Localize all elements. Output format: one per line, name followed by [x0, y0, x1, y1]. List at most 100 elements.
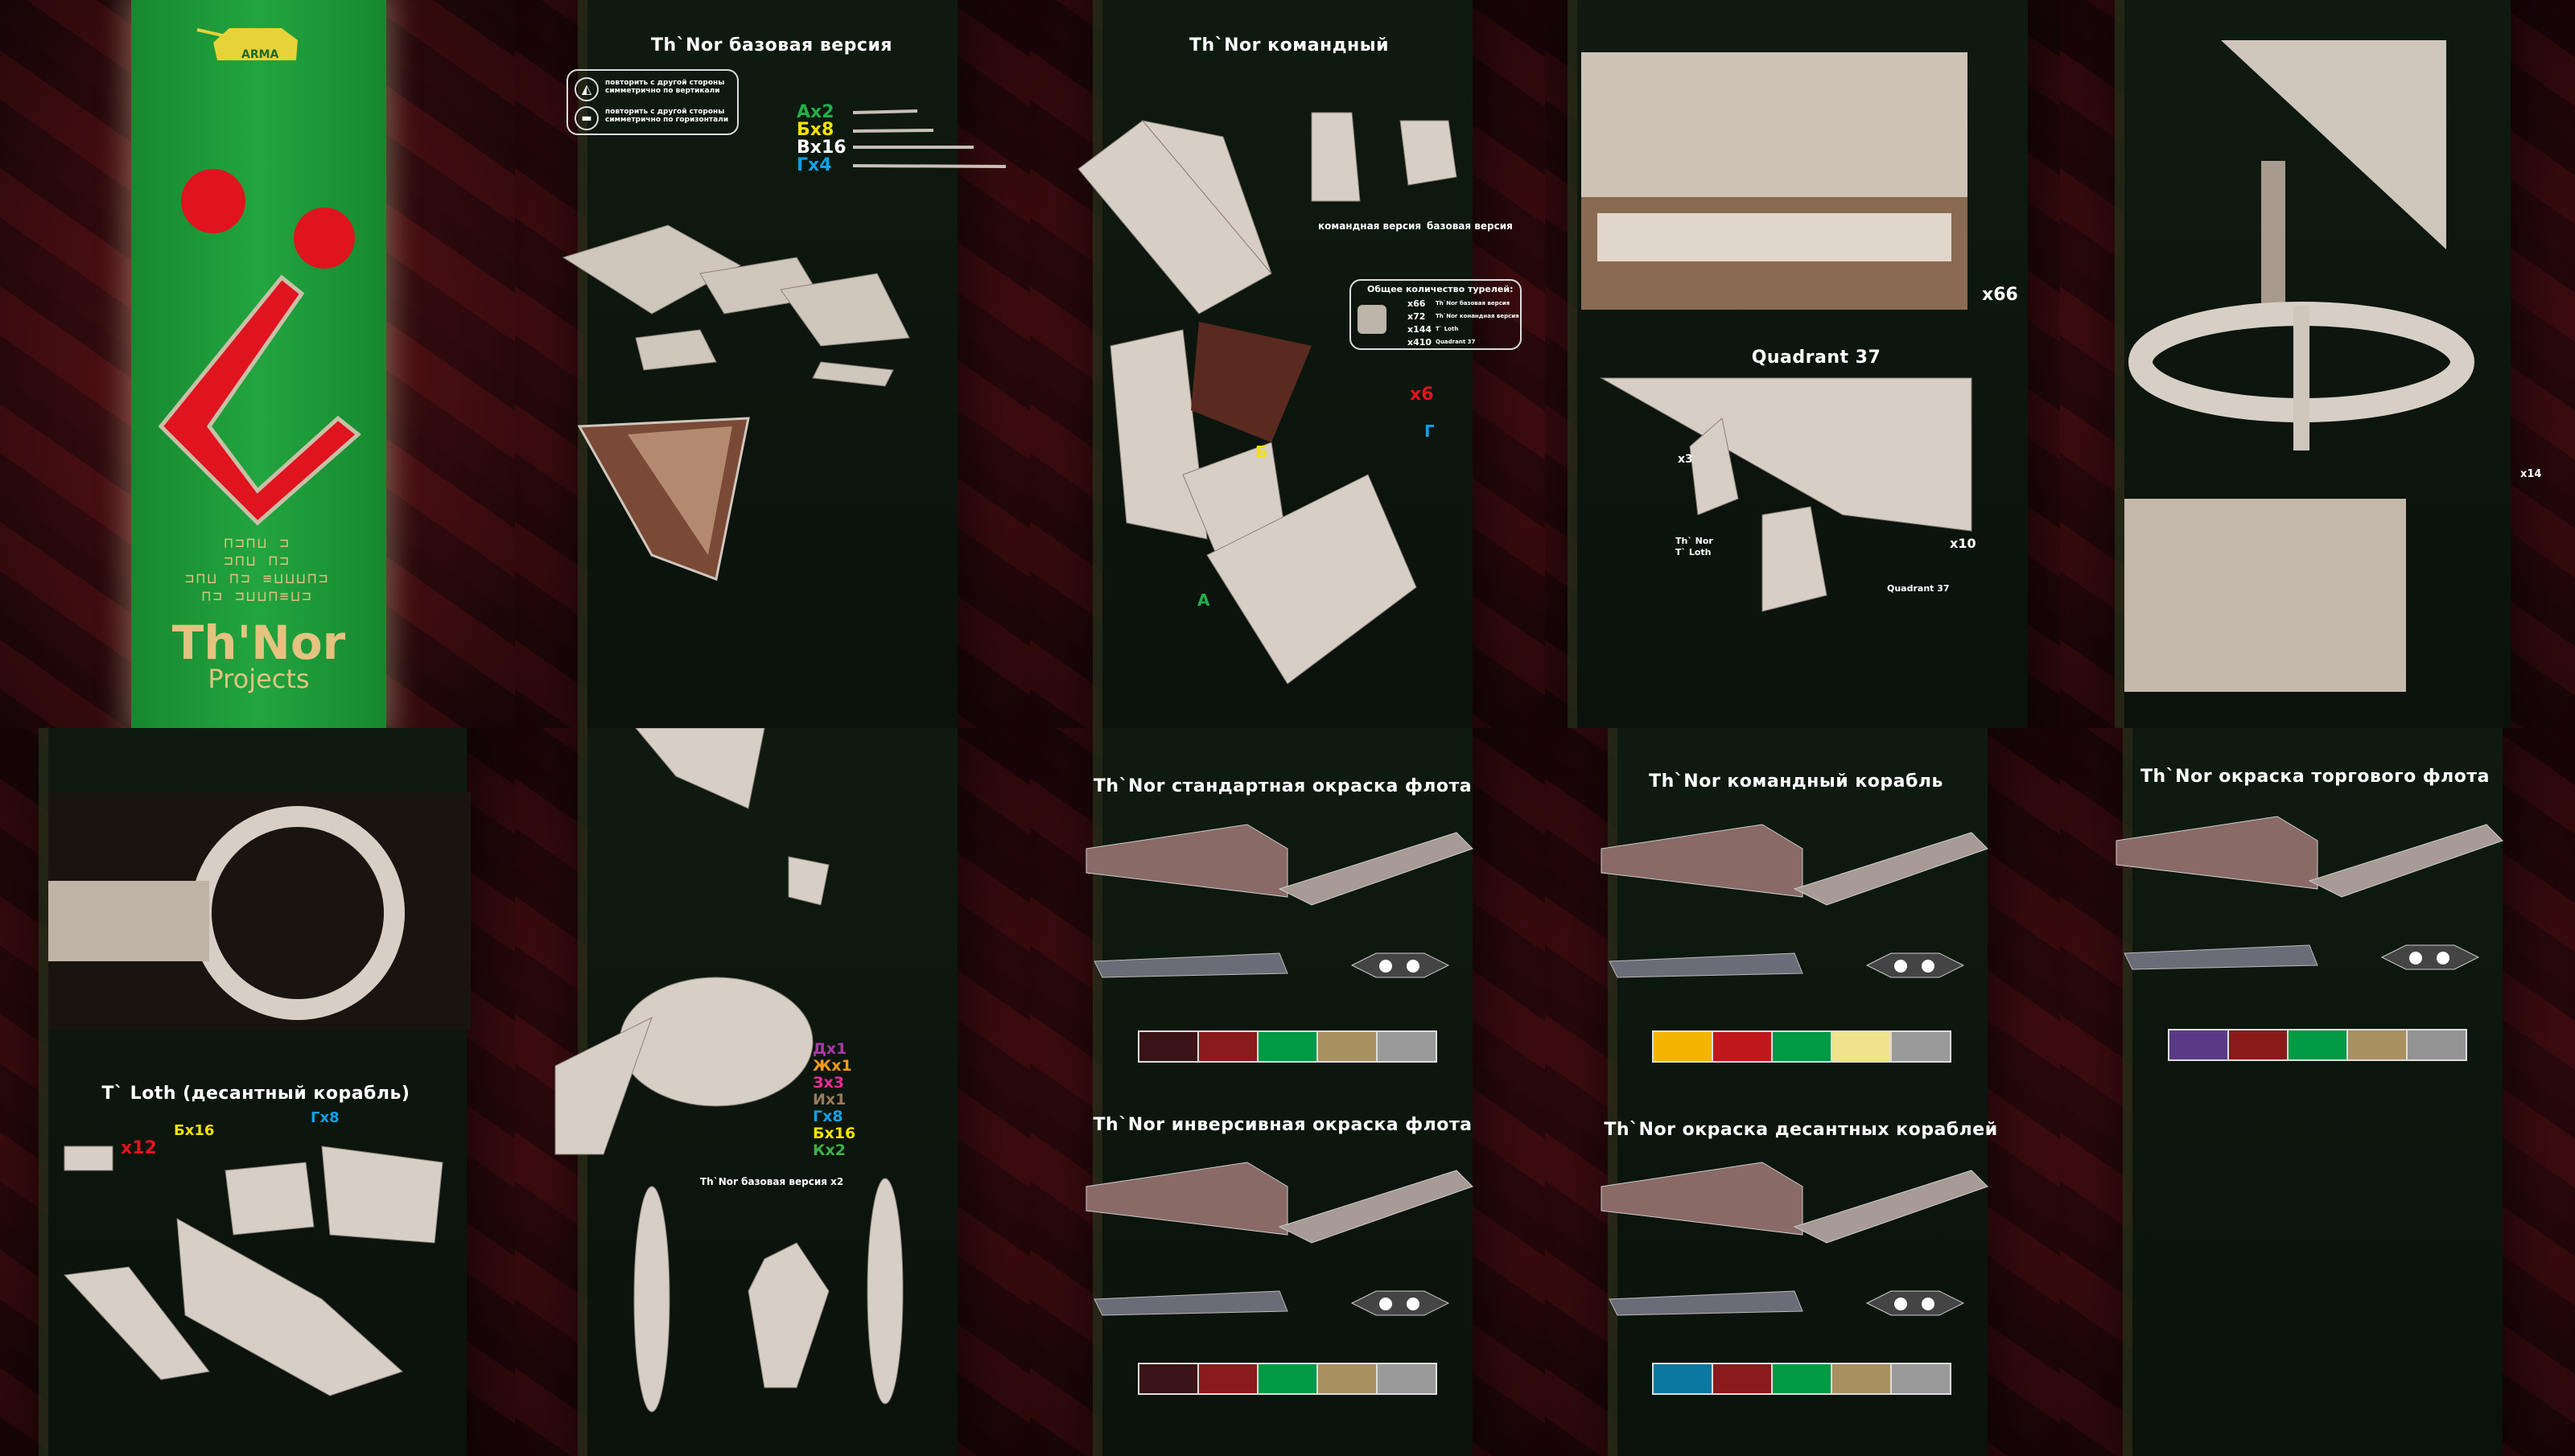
station-panel: x14 [2060, 0, 2575, 728]
painted-ships [1086, 1154, 1489, 1335]
turret-ship-name: Th`Nor базовая версия [1436, 300, 1510, 306]
arma-tank-logo: ARMA [196, 28, 298, 61]
color-swatch [1139, 1364, 1199, 1393]
painted-ships [2116, 808, 2519, 989]
part-marker: А [1197, 590, 1210, 610]
color-swatch [1892, 1032, 1950, 1061]
color-swatch [2408, 1030, 2466, 1059]
turret-count: x410 [1407, 337, 1432, 348]
green-banner [131, 0, 386, 728]
color-swatch [1378, 1032, 1436, 1061]
color-swatch [1318, 1032, 1378, 1061]
scheme-title: Th`Nor окраска десантных кораблей [1604, 1120, 1998, 1140]
horizontal-symmetry-icon: ▬ [575, 106, 599, 130]
part-label: Гx8 [813, 1108, 843, 1125]
turret-multiplier: x12 [121, 1138, 157, 1158]
color-swatch [1199, 1032, 1259, 1061]
part-label: Иx1 [813, 1091, 847, 1108]
color-swatch [1378, 1364, 1436, 1393]
panel-title: Quadrant 37 [1751, 348, 1881, 368]
part-label: Кx2 [813, 1141, 847, 1159]
scheme-title: Th`Nor командный корабль [1649, 771, 1943, 792]
legend-text: повторить с другой стороны симметрично п… [605, 108, 729, 124]
color-swatch [1773, 1032, 1832, 1061]
turret-count: x66 [1407, 298, 1426, 309]
color-swatch [1259, 1032, 1318, 1061]
color-swatch [1139, 1032, 1199, 1061]
part-label: Гx8 [311, 1109, 340, 1126]
brand-panel: ARMA ⊓⊐⊓⊔ ⊐⊐⊓⊔ ⊓⊐⊐⊓⊔ ⊓⊐ ≡⊔⊔⊔⊓⊐⊓⊐ ⊐⊔⊔⊓≡⊔⊐… [0, 0, 515, 728]
part-label: Зx3 [813, 1074, 844, 1092]
scheme-panel-standard: Th`Nor стандартная окраска флота Th`Nor … [1030, 728, 1545, 1456]
turret-multiplier: x3 [1678, 453, 1693, 466]
ship-side-view [1601, 1162, 1988, 1316]
part-label: Аx2 [797, 102, 834, 122]
color-swatch [1773, 1364, 1832, 1393]
color-swatch [1318, 1364, 1378, 1393]
color-swatch [1654, 1364, 1713, 1393]
color-swatch [2348, 1030, 2408, 1059]
brand-subtitle: Projects [208, 664, 310, 694]
antenna-parts [852, 109, 1007, 168]
ship-views [2116, 816, 2503, 970]
panel-title: Th`Nor базовая версия [650, 35, 893, 56]
part-marker: Б [1255, 442, 1268, 462]
turret-multiplier: x14 [2520, 468, 2542, 480]
color-palette [1138, 1030, 1437, 1063]
color-palette [1652, 1030, 1951, 1063]
parts-caption: Th`Nor базовая версия x2 [700, 1176, 844, 1187]
painted-ships [1086, 816, 1489, 997]
station-ring-render [48, 792, 471, 1030]
turret-count-box: Общее количество турелей: x66 Th`Nor базо… [1349, 279, 1522, 350]
red-dot-left [181, 169, 245, 233]
color-swatch [2169, 1030, 2229, 1059]
station-render [2124, 40, 2474, 692]
color-swatch [1713, 1032, 1773, 1061]
panel-title: Th`Nor командный [1189, 35, 1390, 56]
scheme-title: Th`Nor стандартная окраска флота [1093, 776, 1473, 796]
quadrant-closeup-render [1581, 52, 1967, 310]
painted-ships [1601, 816, 2004, 997]
part-label: Дx1 [813, 1040, 847, 1058]
scheme-title: Th`Nor окраска торгового флота [2140, 767, 2490, 787]
panel-title: T` Loth (десантный корабль) [101, 1084, 410, 1104]
scheme-panel-command: Th`Nor командный корабль Th`Nor окраска … [1545, 728, 2060, 1456]
ship-views [1086, 824, 1473, 978]
part-label: Бx8 [797, 120, 834, 140]
ship-name-label: T` Loth [1675, 547, 1712, 557]
ship-name-label: Th` Nor [1675, 536, 1713, 546]
brand-title: Th'Nor [171, 615, 346, 670]
color-swatch [1259, 1364, 1318, 1393]
ship-side-view [1086, 1162, 1473, 1316]
color-swatch [2229, 1030, 2289, 1059]
color-swatch [1199, 1364, 1259, 1393]
turret-multiplier: x66 [1982, 285, 2018, 305]
color-swatch [1892, 1364, 1950, 1393]
painted-ships [1601, 1154, 2004, 1335]
color-swatch [1654, 1032, 1713, 1061]
color-palette [1652, 1363, 1951, 1395]
base-version-label: базовая версия [1427, 220, 1513, 232]
turret-count: x72 [1407, 311, 1426, 322]
part-marker: Г [1424, 422, 1435, 441]
quadrant-panel: x66 Quadrant 37 x3 Th` Nor T` Loth x10 Q… [1545, 0, 2060, 728]
legend-text: повторить с другой стороны симметрично п… [605, 79, 725, 95]
ship-name-label: Quadrant 37 [1887, 583, 1950, 594]
turret-count: x144 [1407, 324, 1432, 335]
part-label: Жx1 [813, 1057, 852, 1075]
part-label: Бx16 [174, 1122, 215, 1139]
ship-side-view [2116, 816, 2503, 970]
turret-heading: Общее количество турелей: [1367, 284, 1514, 294]
turret-ship-name: Th`Nor конандная версия [1436, 313, 1519, 319]
alien-script: ⊓⊐⊓⊔ ⊐⊐⊓⊔ ⊓⊐⊐⊓⊔ ⊓⊐ ≡⊔⊔⊔⊓⊐⊓⊐ ⊐⊔⊔⊓≡⊔⊐ [185, 535, 330, 605]
symmetry-legend: ◭ повторить с другой стороны симметрично… [566, 69, 739, 135]
ship-side-view [1086, 824, 1473, 978]
part-label: Вx16 [797, 138, 847, 158]
quadrant-parts [1600, 377, 1972, 612]
parts-panel: Дx1 Жx1 Зx3 Иx1 Гx8 Бx16 Кx2 Th`Nor базо… [515, 728, 1030, 1456]
svg-text:ARMA: ARMA [241, 48, 279, 61]
scheme-panel-trade: Th`Nor окраска торгового флота [2060, 728, 2575, 1456]
color-swatch [1832, 1032, 1892, 1061]
ship-parts-exploded [562, 224, 910, 582]
turret-multiplier: x10 [1950, 536, 1976, 551]
